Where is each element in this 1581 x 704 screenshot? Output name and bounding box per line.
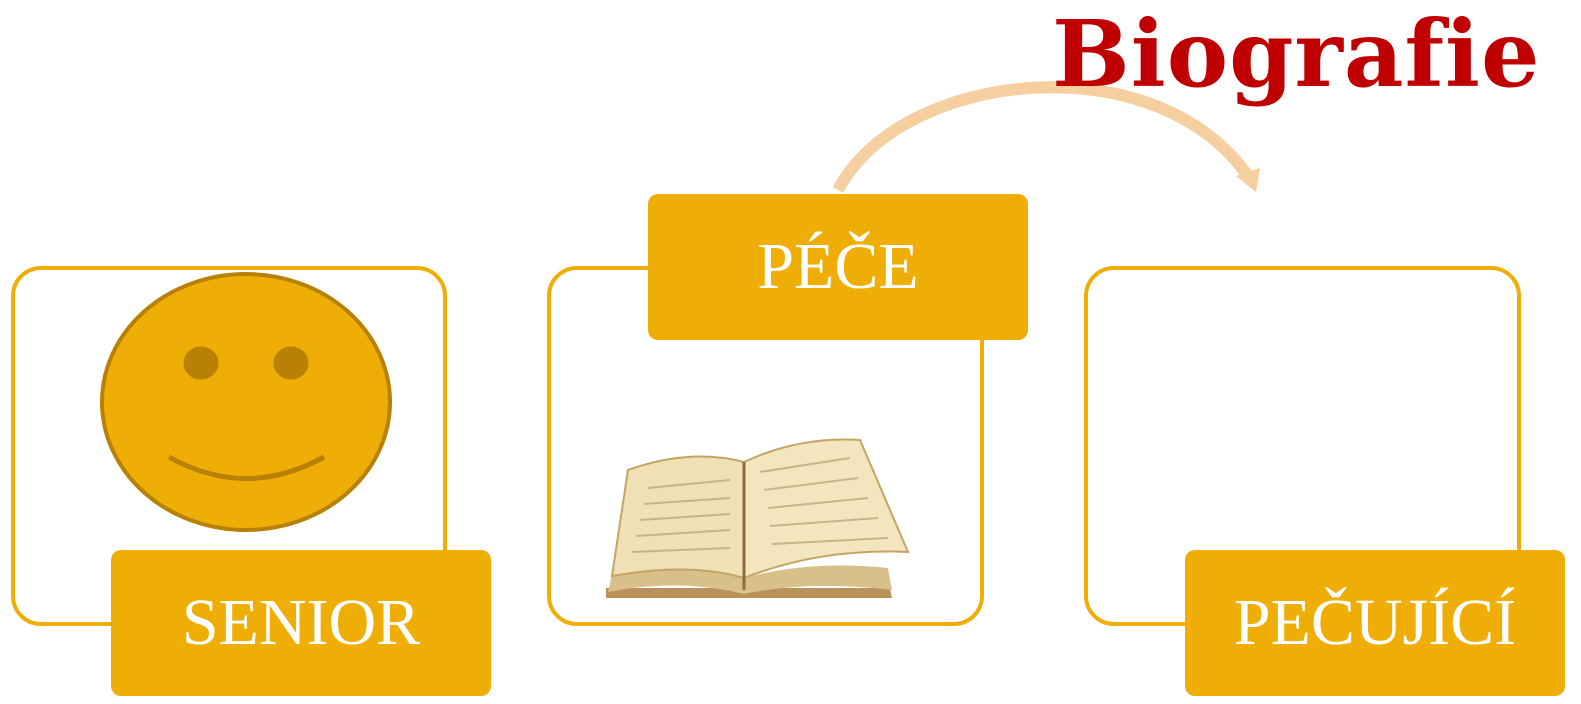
node-label-senior: SENIOR [111,550,491,696]
node-label-pece: PÉČE [648,194,1028,340]
node-label-pecujici: PEČUJÍCÍ [1185,550,1565,696]
smiley-left-eye [183,346,219,380]
smiley-mouth [167,454,326,481]
arrow-curve [832,81,1258,193]
arrow-head [1236,168,1260,192]
smiley-face-icon [100,272,392,532]
open-book-icon [606,438,910,598]
smiley-right-eye [273,346,309,380]
diagram-title: Biografie [1052,0,1541,108]
